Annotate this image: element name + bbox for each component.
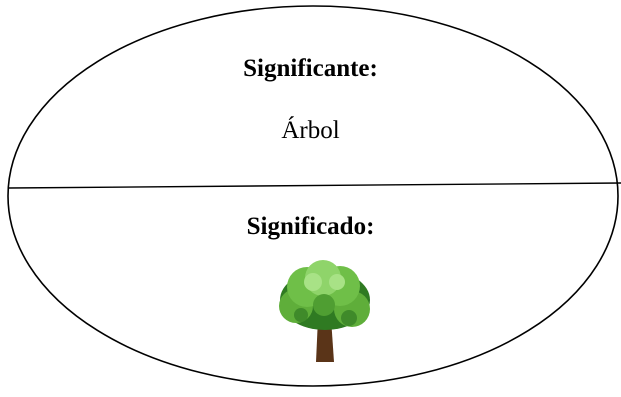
significante-word: Árbol [281,117,340,144]
outer-ellipse [7,5,619,387]
divider-line [8,182,621,189]
tree-icon [279,260,370,362]
significante-heading: Significante: [243,55,378,82]
significado-heading: Significado: [246,213,375,240]
